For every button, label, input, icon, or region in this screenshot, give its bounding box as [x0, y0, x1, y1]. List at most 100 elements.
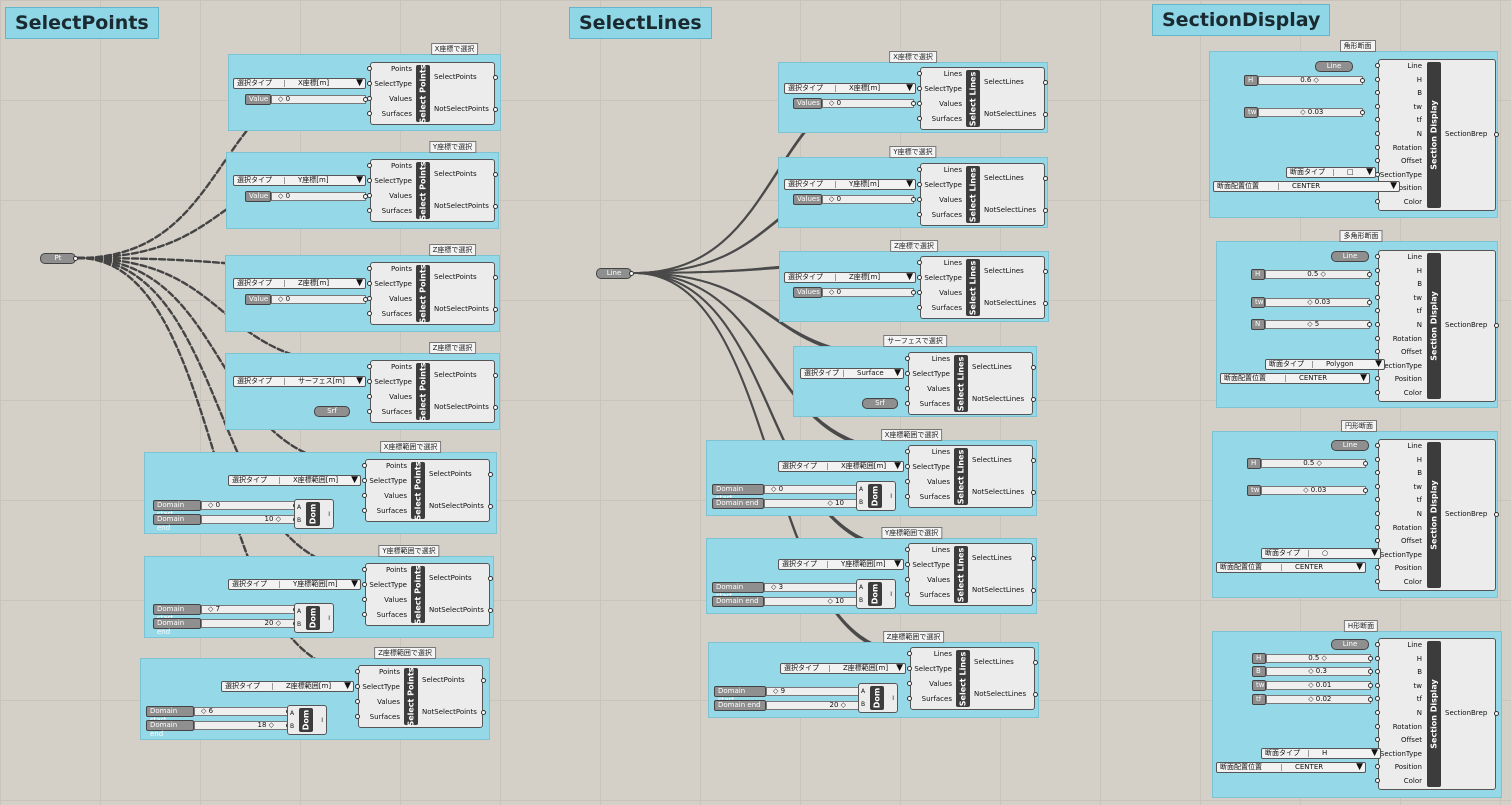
sl-g6-de-slider-track[interactable]: ◇ 10	[764, 597, 861, 606]
sp-g6-input-port-1[interactable]	[362, 582, 367, 587]
sl-g6-input-port-0[interactable]	[905, 547, 910, 552]
dropdown-arrow-icon[interactable]: ▼	[1356, 562, 1363, 572]
sd-g1-input-port-6[interactable]	[1375, 144, 1380, 150]
sp-g3-slider-grip[interactable]	[363, 297, 368, 302]
sp-g3-slider[interactable]: Value◇ 0	[245, 294, 368, 305]
sp-g1-slider[interactable]: Value◇ 0	[245, 94, 368, 105]
sp-g7-input-port-2[interactable]	[355, 699, 360, 704]
dropdown-arrow-icon[interactable]: ▼	[1390, 181, 1397, 191]
sp-g7-input-port-0[interactable]	[355, 669, 360, 674]
sl-g2-output-port-0[interactable]	[1043, 176, 1048, 181]
sd-g2-input-port-7[interactable]	[1375, 349, 1380, 355]
sl-g1-output-port-1[interactable]	[1043, 112, 1048, 117]
sp-g6-de-slider-track[interactable]: 20 ◇	[201, 619, 298, 628]
sl-g1-slider-grip[interactable]	[911, 101, 916, 106]
sd-g1-input-port-0[interactable]	[1375, 63, 1380, 68]
sd-g2-input-port-0[interactable]	[1375, 254, 1380, 259]
dropdown-arrow-icon[interactable]: ▼	[1366, 167, 1373, 177]
sp-g1-output-port-0[interactable]	[493, 75, 498, 80]
sd-g2-H-slider-grip[interactable]	[1367, 272, 1372, 277]
sp-g5-input-port-2[interactable]	[362, 493, 367, 498]
sd-g4-B-slider[interactable]: B◇ 0.3	[1252, 666, 1373, 677]
sp-g6-input-port-3[interactable]	[362, 612, 367, 617]
sd-g4-tf-slider-grip[interactable]	[1368, 697, 1373, 702]
sp-g2-output-port-0[interactable]	[493, 172, 498, 177]
dropdown-arrow-icon[interactable]: ▼	[351, 475, 358, 485]
sp-g3-input-port-1[interactable]	[367, 281, 372, 286]
sl-g2-input-port-2[interactable]	[917, 197, 922, 202]
sd-g3-input-port-6[interactable]	[1375, 524, 1380, 530]
sl-g1-slider[interactable]: Values◇ 0	[793, 98, 916, 109]
sd-g1-input-port-10[interactable]	[1375, 199, 1380, 204]
sp-g6-input-port-2[interactable]	[362, 597, 367, 602]
sp-g7-de-slider-track[interactable]: 18 ◇	[194, 721, 291, 730]
sl-g6-input-port-3[interactable]	[905, 592, 910, 597]
sp-g4-output-port-0[interactable]	[493, 373, 498, 378]
sd-g2-input-port-5[interactable]	[1375, 322, 1380, 327]
sp-g4-output-port-1[interactable]	[493, 405, 498, 410]
sd-g3-H-slider-track[interactable]: 0.5 ◇	[1261, 459, 1368, 468]
sp-g5-input-port-3[interactable]	[362, 508, 367, 513]
sd-g1-input-port-7[interactable]	[1375, 158, 1380, 164]
sl-g3-slider-track[interactable]: ◇ 0	[822, 288, 916, 297]
sd-g2-input-port-10[interactable]	[1375, 390, 1380, 395]
sp-g7-ds-slider[interactable]: Domain start◇ 6	[146, 706, 291, 724]
sl-g5-input-port-3[interactable]	[905, 494, 910, 499]
sd-g4-input-port-9[interactable]	[1375, 764, 1380, 770]
sl-g6-output-port-1[interactable]	[1031, 588, 1036, 593]
dropdown-arrow-icon[interactable]: ▼	[356, 278, 363, 288]
sl-g7-input-port-2[interactable]	[907, 681, 912, 686]
sp-g5-input-port-0[interactable]	[362, 463, 367, 468]
sp-g3-slider-track[interactable]: ◇ 0	[271, 295, 368, 304]
sd-g4-tw-slider-grip[interactable]	[1368, 683, 1373, 688]
sd-g3-type-value-list[interactable]: 断面タイプ○▼	[1261, 548, 1381, 559]
dropdown-arrow-icon[interactable]: ▼	[1375, 359, 1382, 369]
sd-g2-tw-slider-grip[interactable]	[1367, 300, 1372, 305]
sd-g4-output-port[interactable]	[1494, 711, 1499, 716]
sp-g2-input-port-3[interactable]	[367, 208, 372, 213]
sd-g3-input-port-7[interactable]	[1375, 538, 1380, 544]
sd-g4-input-port-3[interactable]	[1375, 682, 1380, 688]
sd-g3-tw-slider-track[interactable]: ◇ 0.03	[1261, 486, 1368, 495]
sl-g6-ds-slider[interactable]: Domain start◇ 3	[712, 582, 861, 600]
sd-g1-input-port-1[interactable]	[1375, 76, 1380, 82]
sp-g3-input-port-0[interactable]	[367, 266, 372, 271]
sd-g1-output-port[interactable]	[1494, 132, 1499, 137]
sp-g3-output-port-0[interactable]	[493, 275, 498, 280]
sd-g2-N-slider[interactable]: N◇ 5	[1251, 319, 1372, 330]
sd-g1-input-port-5[interactable]	[1375, 131, 1380, 136]
sd-g1-tw-slider-grip[interactable]	[1360, 110, 1365, 115]
sd-g1-line-param[interactable]: Line	[1315, 61, 1353, 72]
dropdown-arrow-icon[interactable]: ▼	[894, 368, 901, 378]
sl-g4-input-port-3[interactable]	[905, 401, 910, 406]
sd-g2-tw-slider-track[interactable]: ◇ 0.03	[1265, 298, 1372, 307]
sl-g2-input-port-3[interactable]	[917, 212, 922, 217]
sd-g1-type-value-list[interactable]: 断面タイプ□▼	[1286, 167, 1376, 178]
sl-g7-input-port-1[interactable]	[907, 666, 912, 671]
sp-g4-value-list[interactable]: 選択タイプサーフェス[m]▼	[233, 376, 366, 387]
pt-param-output-port[interactable]	[73, 256, 78, 261]
dropdown-arrow-icon[interactable]: ▼	[906, 179, 913, 189]
sd-g4-input-port-10[interactable]	[1375, 778, 1380, 783]
line-param-output-port[interactable]	[629, 271, 634, 276]
sl-g5-de-slider-track[interactable]: ◇ 10	[764, 499, 861, 508]
sd-g4-line-param[interactable]: Line	[1331, 639, 1369, 650]
sp-g6-output-port-0[interactable]	[488, 576, 493, 581]
sl-g4-output-port-1[interactable]	[1031, 397, 1036, 402]
